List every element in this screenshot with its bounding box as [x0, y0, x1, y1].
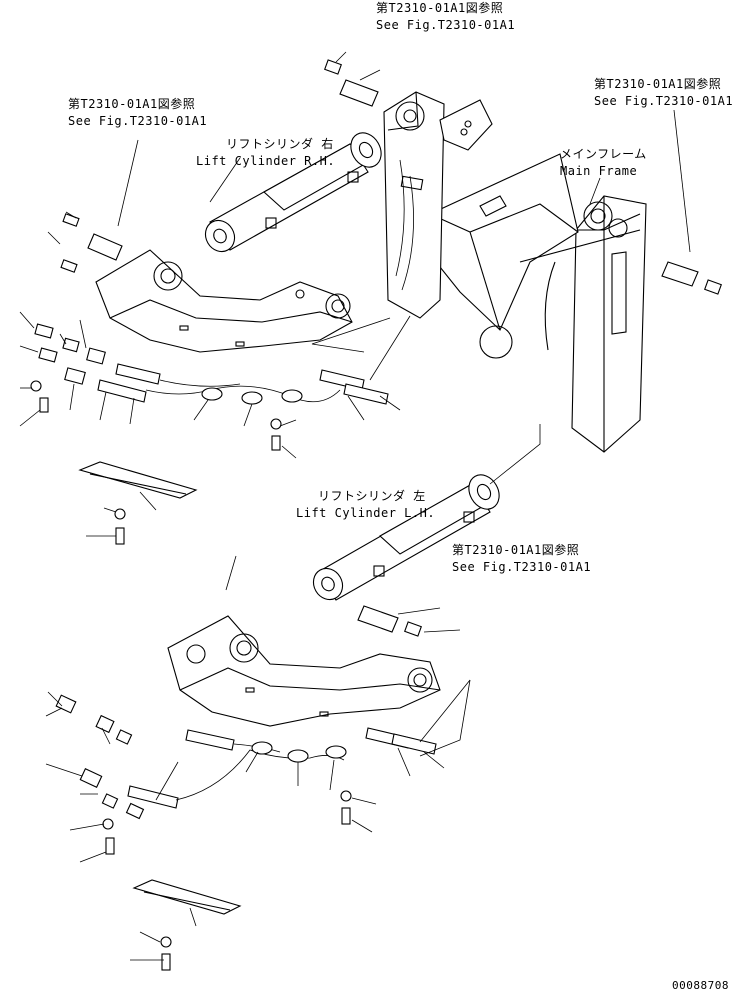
lift-cylinder-lh: [312, 474, 500, 601]
upper-guard-plate: [78, 461, 198, 545]
upper-hose-assembly: [30, 323, 389, 451]
ref-top-en: See Fig.T2310-01A1: [376, 18, 516, 32]
main-frame-en: Main Frame: [560, 164, 638, 178]
lift-cylinder-rh-en: Lift Cylinder R.H.: [196, 154, 336, 168]
lower-lift-arm: [167, 615, 441, 727]
leader-lines: [19, 69, 691, 961]
pin-mid: [357, 605, 422, 637]
ref-top-jp: 第T2310-01A1図参照: [376, 1, 504, 15]
upper-lift-arm: [95, 249, 353, 353]
lift-cylinder-lh-en: Lift Cylinder L.H.: [296, 506, 436, 520]
pin-top: [324, 51, 379, 107]
lift-cylinder-lh-jp: リフトシリンダ 左: [318, 489, 426, 503]
lower-guard-plate: [132, 879, 242, 971]
main-frame: [383, 91, 647, 453]
lower-hose-assembly: [55, 694, 437, 855]
pin-right: [661, 261, 722, 295]
lift-cylinder-rh-jp: リフトシリンダ 右: [226, 137, 334, 151]
ref-left-en: See Fig.T2310-01A1: [68, 114, 208, 128]
ref-mid-en: See Fig.T2310-01A1: [452, 560, 592, 574]
ref-mid-jp: 第T2310-01A1図参照: [452, 543, 580, 557]
drawing-number: 00088708: [672, 979, 729, 992]
lift-cylinder-rh: [204, 132, 382, 253]
main-frame-jp: メインフレーム: [560, 147, 647, 161]
ref-left-jp: 第T2310-01A1図参照: [68, 97, 196, 111]
pin-left: [60, 213, 123, 273]
ref-right-jp: 第T2310-01A1図参照: [594, 77, 722, 91]
ref-right-en: See Fig.T2310-01A1: [594, 94, 734, 108]
